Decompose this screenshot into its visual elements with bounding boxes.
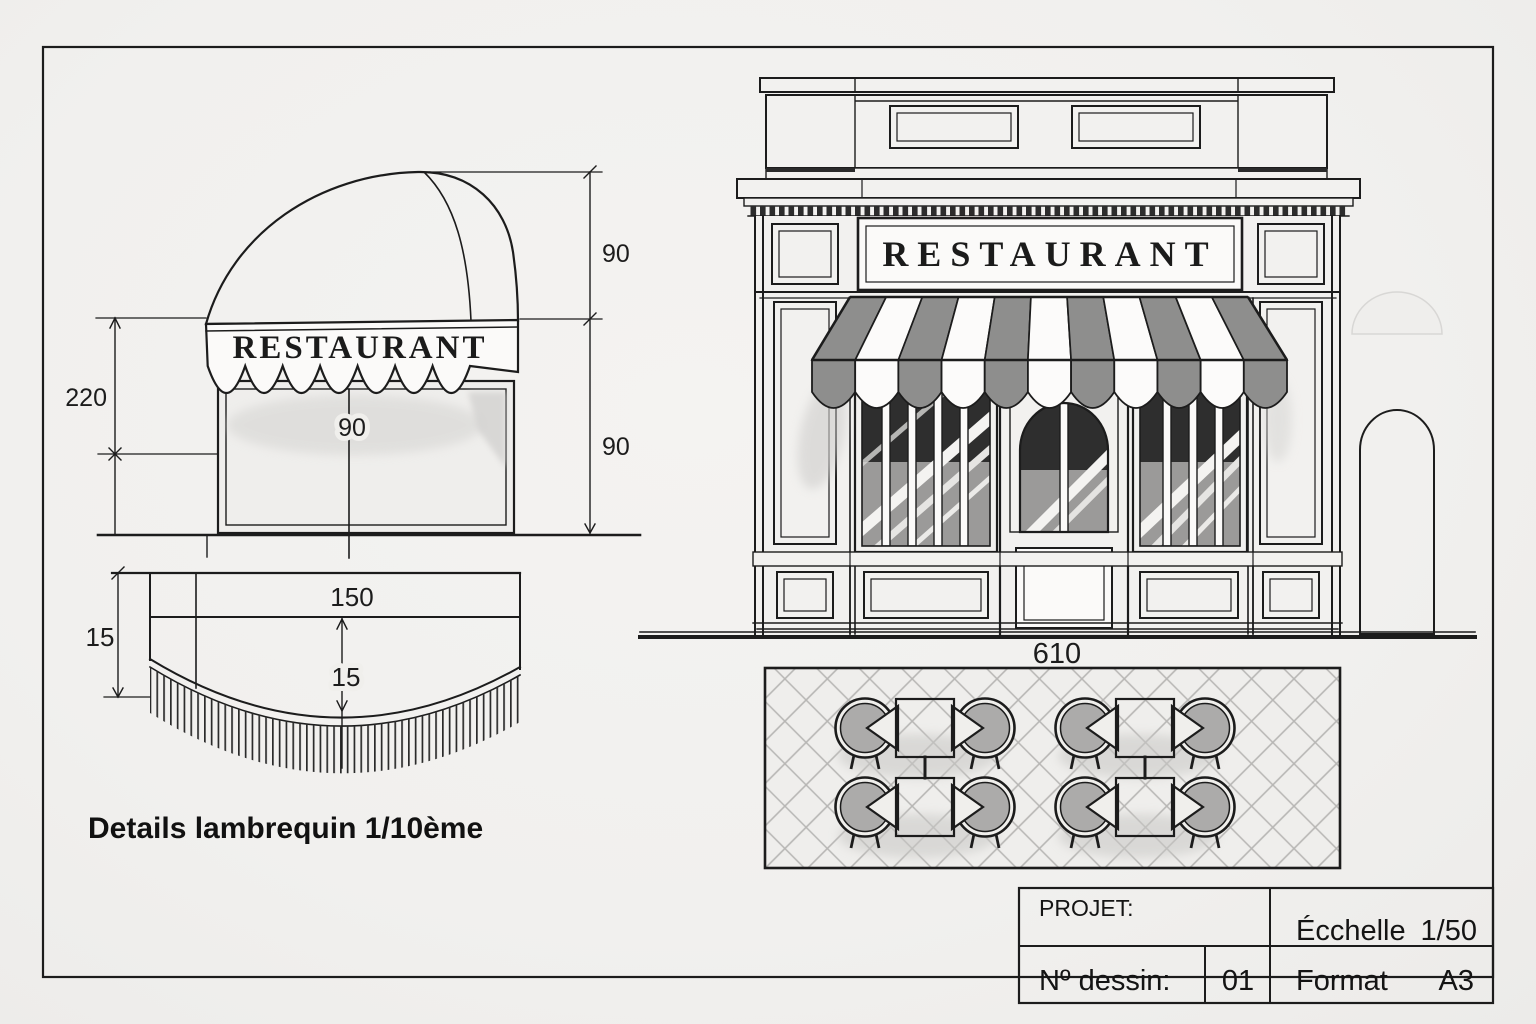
- scale-value: 1/50: [1421, 915, 1477, 947]
- title-block: PROJET: Écchelle 1/50 Nº dessin: 01 Form…: [1017, 886, 1495, 1005]
- format-label: Format: [1296, 965, 1388, 997]
- striped-awning: [810, 295, 1289, 409]
- terrace-boundary: [763, 666, 1342, 870]
- chair-legs: [1069, 754, 1101, 770]
- awning-valance-scallop: [983, 359, 1029, 409]
- chair-legs: [969, 833, 1001, 849]
- stall-riser-left: [863, 571, 989, 619]
- awning-valance-scallop: [1242, 359, 1288, 409]
- dim-height-total: 220: [65, 384, 107, 412]
- parapet-panel-left: [889, 105, 1019, 149]
- awning-dome-side-curve: [422, 170, 472, 322]
- chair-seat-opening: [1085, 703, 1120, 753]
- stall-riser-right: [1139, 571, 1239, 619]
- lambrequin-curve-bottom: [148, 665, 522, 727]
- chair-legs: [849, 833, 881, 849]
- terrace-tables: [894, 697, 1176, 838]
- pilaster-panel-right: [1259, 301, 1323, 545]
- chair-seat-opening: [1170, 703, 1205, 753]
- door-mullion: [1059, 403, 1069, 532]
- chair: [1054, 776, 1120, 849]
- terrace-chairs: [834, 697, 1236, 849]
- awning-valance-scallop: [1156, 359, 1202, 409]
- chair: [950, 697, 1016, 770]
- chair: [1170, 776, 1236, 849]
- chair: [950, 776, 1016, 849]
- awning-valance: [204, 318, 520, 395]
- format-value: A3: [1439, 965, 1474, 997]
- awning-valance-scallop: [1070, 359, 1116, 409]
- dim-lambrequin-width: 150: [330, 582, 373, 612]
- parapet-cap: [759, 77, 1335, 93]
- neighbour-arch-fanlight: [1351, 291, 1443, 335]
- drawing-number-value: 01: [1222, 965, 1254, 997]
- scale-label: Écchelle: [1296, 914, 1406, 947]
- dim-width-center: 90: [338, 414, 366, 442]
- awning-shadow-wash: [227, 395, 483, 455]
- chair: [834, 697, 900, 770]
- table: [894, 776, 956, 838]
- restaurant-sign-panel: [856, 216, 1244, 292]
- chair-legs: [1069, 833, 1101, 849]
- awning-dome: [204, 170, 520, 326]
- sheet-border-frame: [41, 45, 1495, 979]
- chair-seat-opening: [1170, 782, 1205, 832]
- dim-lambrequin-height: 15: [86, 622, 115, 652]
- chair-legs: [1189, 754, 1221, 770]
- awning-valance-scallop: [811, 359, 857, 409]
- table: [894, 697, 956, 759]
- restaurant-sign-text: RESTAURANT: [882, 234, 1217, 274]
- awning-detail-view: RESTAURANT 90 90 90 220: [65, 165, 642, 559]
- awning-outline: [810, 295, 1289, 362]
- cornice: [736, 178, 1361, 199]
- awning-valance-scallop: [897, 359, 943, 409]
- chair-seat-opening: [1085, 782, 1120, 832]
- awning-valance-scallop: [1199, 359, 1245, 409]
- chair: [1170, 697, 1236, 770]
- plinth-lines: [752, 622, 1343, 630]
- dim-sag-center: 15: [332, 662, 361, 692]
- window-mullions: [1162, 386, 1224, 546]
- display-window-left: [853, 377, 999, 554]
- sill-course: [752, 551, 1343, 567]
- storefront-elevation: RESTAURANT: [638, 77, 1477, 670]
- table: [1114, 697, 1176, 759]
- title-block-dividers: [1018, 887, 1494, 1004]
- chair-seat-opening: [950, 782, 985, 832]
- lambrequin-detail-view: 15 150 15 Details lambrequin 1/10ème: [86, 566, 522, 845]
- chair-legs: [849, 754, 881, 770]
- window-mullions: [881, 386, 969, 546]
- awning-slope-stripe: [1027, 296, 1072, 361]
- cornice-dentils: [748, 206, 1349, 216]
- awning-valance-scallop: [1113, 359, 1159, 409]
- dim-drop-bottom: 90: [602, 433, 630, 461]
- neighbour-arched-doorway: [1359, 409, 1435, 635]
- lambrequin-caption: Details lambrequin 1/10ème: [88, 812, 483, 845]
- chair: [1054, 697, 1120, 770]
- terrace-plan-view: [763, 666, 1342, 870]
- awning-valance-scallop: [940, 359, 986, 409]
- chair-legs: [969, 754, 1001, 770]
- chair-seat-opening: [865, 703, 900, 753]
- dim-rise-top: 90: [602, 240, 630, 268]
- awning-valance-scallop: [1027, 359, 1072, 409]
- awning-detail-sign-text: RESTAURANT: [233, 330, 488, 366]
- dim-facade-width: 610: [1033, 638, 1081, 670]
- chair-seat-opening: [865, 782, 900, 832]
- chair: [834, 776, 900, 849]
- chair-legs: [1189, 833, 1221, 849]
- lambrequin-fringe: [150, 667, 520, 774]
- parapet-body: [765, 94, 1328, 169]
- display-window-right: [1131, 377, 1249, 554]
- facade-outer-edges: [754, 215, 1341, 635]
- awning-valance-scallop: [854, 359, 900, 409]
- table: [1114, 776, 1176, 838]
- chair-seat-opening: [950, 703, 985, 753]
- parapet-panel-right: [1071, 105, 1201, 149]
- drawing-number-label: Nº dessin:: [1039, 965, 1170, 997]
- lambrequin-curve-top: [148, 657, 522, 719]
- project-label: PROJET:: [1039, 895, 1134, 921]
